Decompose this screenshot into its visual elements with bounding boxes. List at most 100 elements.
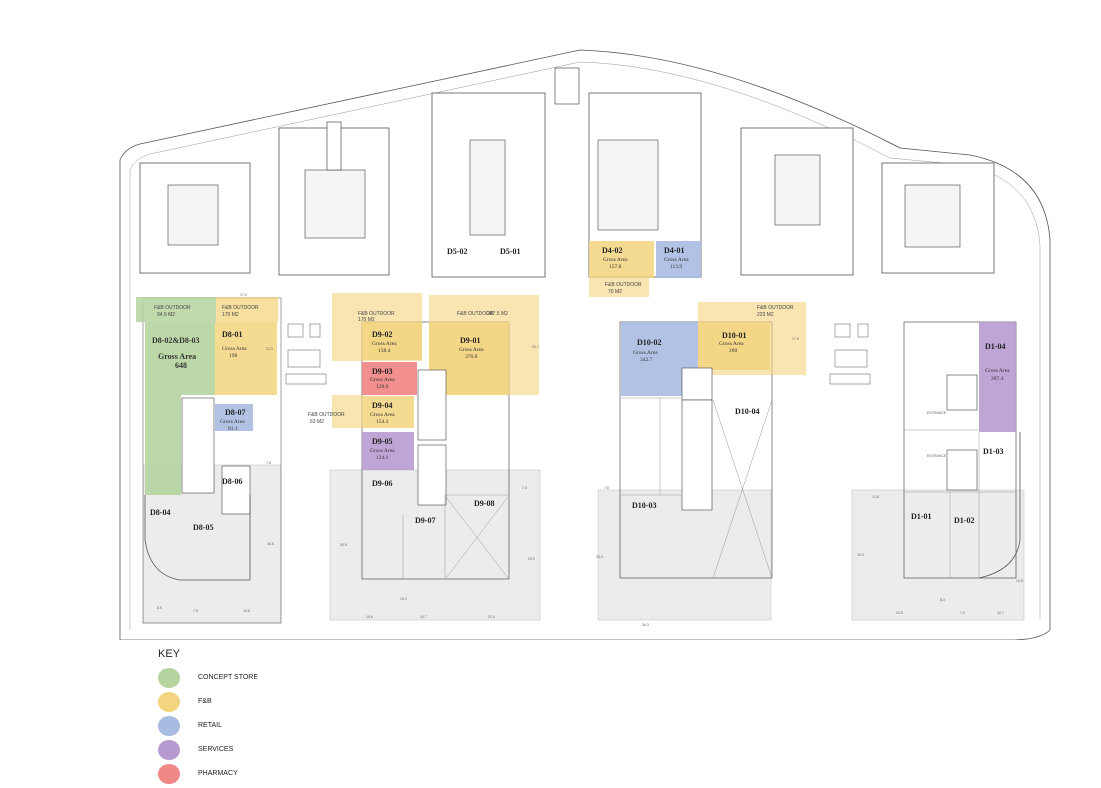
unit-code: D4-01 [664, 246, 684, 255]
unit-code: D8-06 [222, 477, 242, 486]
unit-code: D9-06 [372, 479, 392, 488]
tower-label: D5-02 [447, 247, 467, 256]
legend-label: CONCEPT STORE [198, 674, 259, 681]
dimension: 30.5 [340, 543, 347, 547]
unit-code: D9-02 [372, 330, 392, 339]
unit-area: Gross Area [370, 377, 395, 383]
unit-code: D8-04 [150, 508, 170, 517]
legend-item-retail: RETAIL [158, 716, 318, 736]
unit-d8-01-fnb [215, 322, 277, 395]
unit-d4-01-retail [656, 241, 701, 278]
unit-code: D9-05 [372, 437, 392, 446]
unit-code: D8-07 [225, 408, 245, 417]
dimension: 7.5 [193, 609, 198, 613]
unit-area: Gross Area [459, 347, 484, 353]
outdoor-label: F&B OUTDOOR [154, 305, 191, 311]
dimension: 8.3 [940, 598, 945, 602]
unit-code: D10-04 [735, 407, 759, 416]
unit-code: D8-05 [193, 523, 213, 532]
outdoor-d8-a [136, 297, 216, 322]
outdoor-area: 170 M2 [358, 317, 375, 323]
legend-swatch [158, 764, 180, 784]
outdoor-d9-c [332, 395, 362, 428]
unit-value: 158.4 [378, 348, 391, 354]
outdoor-d4 [589, 278, 649, 297]
unit-code: D9-03 [372, 367, 392, 376]
legend-item-concept-store: CONCEPT STORE [158, 668, 318, 688]
unit-area: Gross Area [372, 341, 397, 347]
legend-label: SERVICES [198, 746, 234, 753]
unit-code: D9-08 [474, 499, 494, 508]
d10-partitions [621, 397, 773, 579]
dimension: 7.8 [266, 461, 271, 465]
unit-area: Gross Area [633, 350, 658, 356]
unit-d9-04-fnb [362, 396, 414, 428]
unit-value: 342.7 [640, 357, 653, 363]
unit-value: 134.1 [376, 455, 389, 461]
unit-d8-07-retail [215, 404, 253, 431]
block-outline-d1 [903, 321, 1017, 579]
d1-core [946, 374, 978, 491]
outdoor-area: 70 M2 [608, 289, 622, 295]
unit-area: Gross Area [370, 412, 395, 418]
outdoor-area: 63 M2 [310, 419, 324, 425]
unit-d4-02-fnb [589, 241, 654, 278]
dimension: 22.4 [488, 615, 495, 619]
unit-code: D1-01 [911, 512, 931, 521]
unit-area: Gross Area [664, 257, 689, 263]
legend-label: F&B [198, 698, 212, 705]
dimension: 7.5 [960, 611, 965, 615]
dimension: 36.6 [267, 542, 274, 546]
outdoor-area: 94.5 M2 [157, 312, 175, 318]
dimension: 10.0 [400, 597, 407, 601]
legend-item-fnb: F&B [158, 692, 318, 712]
dimension: 17.9 [792, 337, 799, 341]
unit-code: D9-04 [372, 401, 392, 410]
unit-code: D1-04 [985, 342, 1005, 351]
escalators [326, 67, 580, 171]
site-plan: D5-02 D5-01 D4-02 Gross Area 157.8 D4-01… [119, 49, 1051, 640]
outdoor-label: F&B OUTDOOR [457, 311, 494, 317]
dimension: 7.8 [604, 486, 609, 490]
d8-curve [144, 495, 251, 581]
dimension: 22.3 [266, 347, 273, 351]
unit-d9-05-services [362, 432, 414, 470]
unit-d1-04-services [979, 322, 1016, 432]
site-boundary [119, 49, 1051, 640]
dimension: 8.5 [157, 606, 162, 610]
tower-plates [139, 92, 995, 278]
unit-value: 198 [229, 353, 238, 359]
legend-swatch [158, 740, 180, 760]
legend-title: KEY [158, 648, 181, 660]
tower-cores [167, 139, 961, 248]
unit-code: D9-01 [460, 336, 480, 345]
unit-area: Gross Area [985, 368, 1010, 374]
unit-area: Gross Area [719, 341, 744, 347]
inner-boundary [129, 61, 1041, 630]
unit-code: D10-01 [722, 331, 746, 340]
unit-value: 287.4 [991, 376, 1004, 382]
stair-icons [285, 323, 871, 385]
unit-code: D10-03 [632, 501, 656, 510]
d8-core [181, 397, 251, 515]
unit-value: 154.3 [376, 419, 389, 425]
unit-code: D9-07 [415, 516, 435, 525]
dimension: 36.3 [642, 623, 649, 627]
d9-core [417, 369, 447, 506]
unit-area: Gross Area [222, 346, 247, 352]
dimension: 17.6 [240, 293, 247, 297]
outdoor-label: F&B OUTDOOR [605, 282, 642, 288]
legend-swatch [158, 716, 180, 736]
unit-value: 648 [175, 361, 187, 370]
unit-value: 376.8 [465, 354, 478, 360]
unit-code: D1-03 [983, 447, 1003, 456]
unit-value: 81.1 [228, 426, 238, 432]
entrance-label: ENTRANCE [927, 454, 947, 458]
legend-label: PHARMACY [198, 770, 238, 777]
unit-d8-02-03-concept [145, 322, 215, 495]
unit-value: 157.8 [609, 264, 622, 270]
legend-label: RETAIL [198, 722, 222, 729]
unit-value: 200 [729, 348, 738, 354]
legend-swatch [158, 668, 180, 688]
dimension: 12.8 [872, 495, 879, 499]
